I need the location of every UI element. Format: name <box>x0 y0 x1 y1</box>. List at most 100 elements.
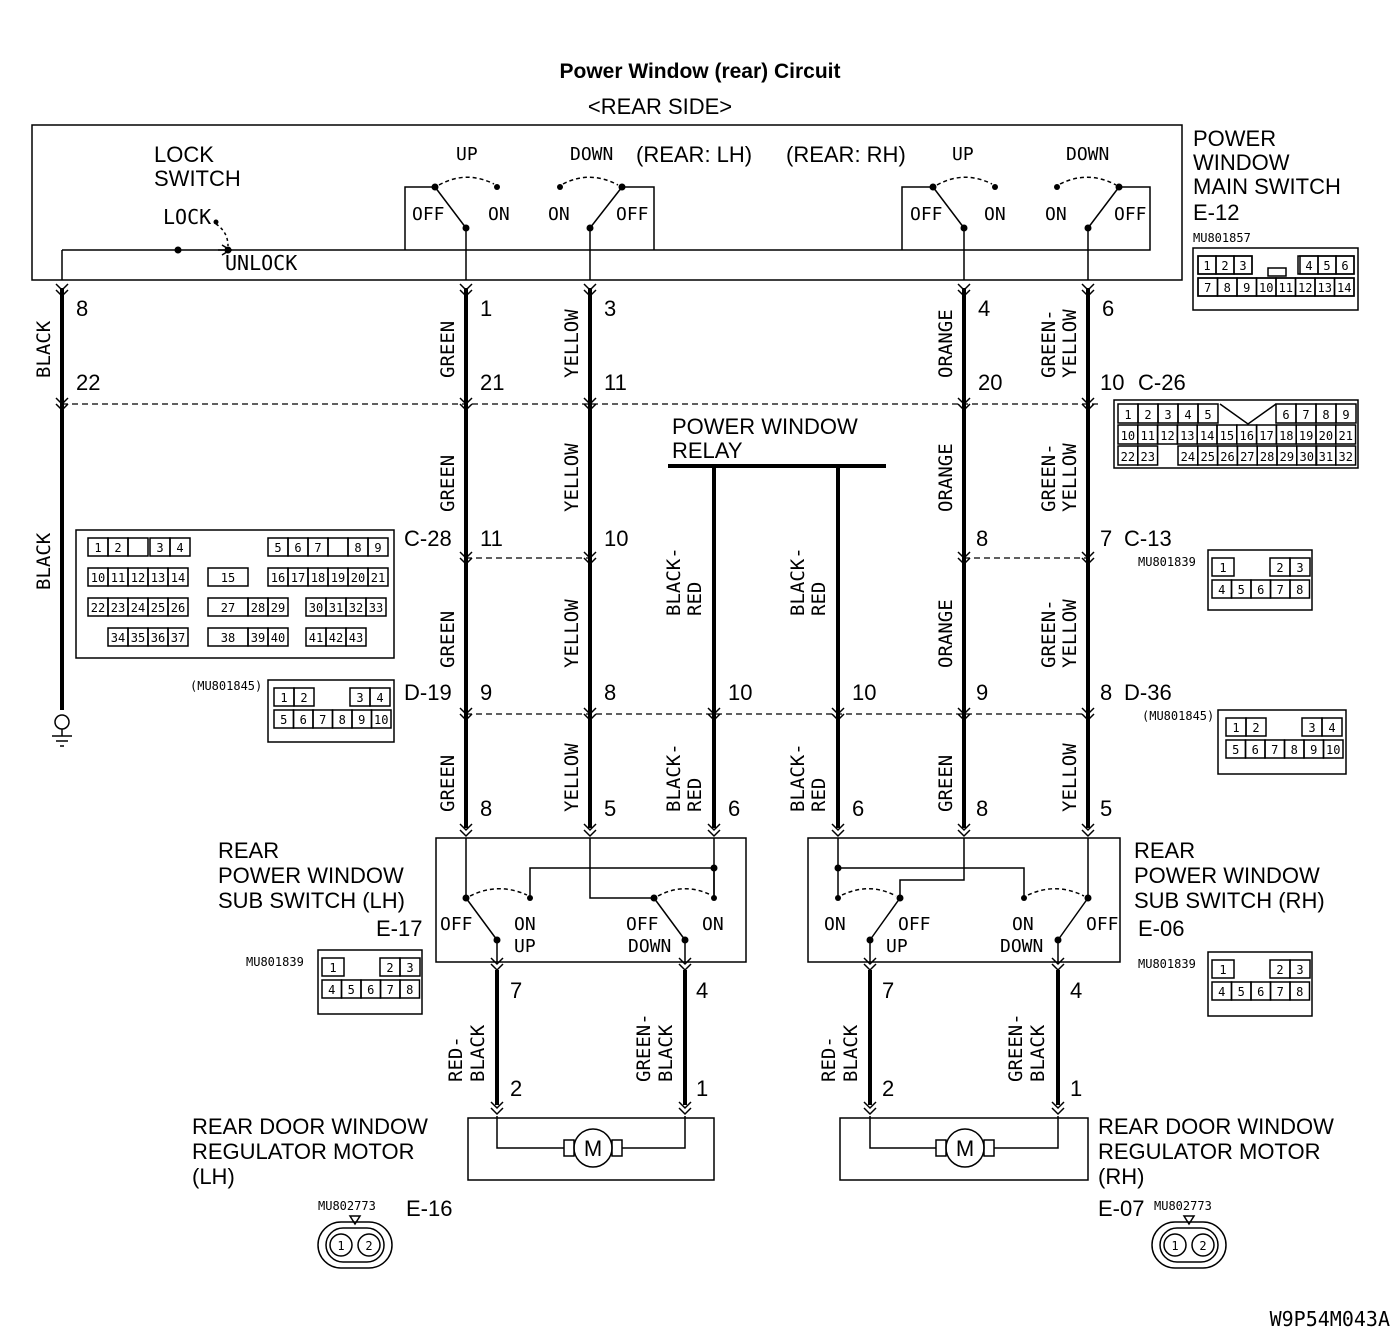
c28-cell-39: 39 <box>251 631 265 645</box>
motor-rh-label-1: REAR DOOR WINDOW <box>1098 1114 1334 1139</box>
e17cells-cell-box <box>321 957 345 977</box>
d36cells-cell-5: 5 <box>1232 743 1239 757</box>
c28-cell-21: 21 <box>371 571 385 585</box>
d19cells-cell-6: 6 <box>300 713 307 727</box>
e12-cell-10: 10 <box>1259 281 1273 295</box>
pin-motor-rh-1: 1 <box>1070 1076 1082 1101</box>
main-switch-label-2: WINDOW <box>1193 150 1290 175</box>
c26-cell-26: 26 <box>1220 450 1234 464</box>
c28-cell-26: 26 <box>171 601 185 615</box>
c26-cell-2: 2 <box>1144 408 1151 422</box>
c28-cell-box <box>267 627 289 647</box>
wire-gy-1b: YELLOW <box>1059 309 1081 378</box>
c28-cell-43: 43 <box>349 631 363 645</box>
e12-cell-box <box>1233 255 1253 275</box>
c26-cell-7: 7 <box>1302 408 1309 422</box>
d19cells-cell-2: 2 <box>300 691 307 705</box>
e06cells-cell-3: 3 <box>1296 963 1303 977</box>
rh-down-off: OFF <box>1114 204 1147 225</box>
pin-rh-out-7: 7 <box>882 978 894 1003</box>
e17cells-cell-box <box>399 979 421 999</box>
pin-c26-22: 22 <box>76 370 100 395</box>
diagram-title: Power Window (rear) Circuit <box>559 60 840 83</box>
c26-cell-30: 30 <box>1299 450 1313 464</box>
lock-switch-label-1: LOCK <box>154 142 214 167</box>
sub-lh-label-1: REAR <box>218 838 279 863</box>
c13-part: MU801839 <box>1138 555 1196 569</box>
e12-cell-14: 14 <box>1337 281 1351 295</box>
c26-cell-8: 8 <box>1322 408 1329 422</box>
e16-pin-2: 2 <box>365 1239 372 1253</box>
c28-cell-12: 12 <box>131 571 145 585</box>
wire-rb-rh-b: BLACK <box>840 1024 862 1082</box>
rear-lh-label: (REAR: LH) <box>636 142 752 167</box>
c26-cell-19: 19 <box>1299 429 1313 443</box>
c26-cell-9: 9 <box>1342 408 1349 422</box>
e17cells-cell-box <box>399 957 421 977</box>
c13cells-cell-5: 5 <box>1238 583 1245 597</box>
pin-lh-8: 8 <box>480 796 492 821</box>
rh-up-label: UP <box>952 144 974 165</box>
c26-cell-17: 17 <box>1259 429 1273 443</box>
d19cells-cell-5: 5 <box>280 713 287 727</box>
e07-label: E-07 <box>1098 1196 1144 1221</box>
c26-cell-1: 1 <box>1124 408 1131 422</box>
pin-d19-8: 8 <box>604 680 616 705</box>
wire-yellow-2: YELLOW <box>561 443 583 512</box>
wire-orange-3: ORANGE <box>935 599 957 668</box>
lock-switch-label-2: SWITCH <box>154 166 241 191</box>
d36cells-cell-2: 2 <box>1252 721 1259 735</box>
d36cells-cell-10: 10 <box>1326 743 1340 757</box>
wire-color-labels: BLACK BLACK GREEN GREEN GREEN GREEN YELL… <box>33 309 1081 1082</box>
e06cells-cell-2: 2 <box>1276 963 1283 977</box>
c13cells-cell-3: 3 <box>1296 561 1303 575</box>
d19cells-cell-8: 8 <box>339 713 346 727</box>
c28-cell-38: 38 <box>221 631 235 645</box>
c28-cell-34: 34 <box>111 631 125 645</box>
e12-cell-12: 12 <box>1298 281 1312 295</box>
wire-gb-rh-b: BLACK <box>1027 1024 1049 1082</box>
pin-c28-10: 10 <box>604 526 628 551</box>
c28-cell-13: 13 <box>151 571 165 585</box>
pin-rh-out-4: 4 <box>1070 978 1082 1003</box>
c28-cell-box <box>207 567 249 587</box>
e17-part: MU801839 <box>246 955 304 969</box>
rh-down-on: ON <box>1045 204 1067 225</box>
c28-cell-11: 11 <box>111 571 125 585</box>
c28-cell-16: 16 <box>271 571 285 585</box>
c26-cell-25: 25 <box>1200 450 1214 464</box>
c13cells-cell-7: 7 <box>1277 583 1284 597</box>
c28-cell-27: 27 <box>221 601 235 615</box>
c13cells-cell-2: 2 <box>1276 561 1283 575</box>
e12-cell-2: 2 <box>1221 259 1228 273</box>
sub-rh-label-1: REAR <box>1134 838 1195 863</box>
c26-cell-6: 6 <box>1282 408 1289 422</box>
c28-cell-42: 42 <box>329 631 343 645</box>
pin-lh-out-7: 7 <box>510 978 522 1003</box>
c26-cell-15: 15 <box>1220 429 1234 443</box>
main-switch-label-3: MAIN SWITCH <box>1193 174 1341 199</box>
d36cells-cell-3: 3 <box>1308 721 1315 735</box>
c28-cell-10: 10 <box>91 571 105 585</box>
c28-cell-19: 19 <box>331 571 345 585</box>
wire-gy-3b: YELLOW <box>1059 599 1081 668</box>
c26-cell-13: 13 <box>1180 429 1194 443</box>
motor-lh-label-3: (LH) <box>192 1164 235 1189</box>
c28-cell-25: 25 <box>151 601 165 615</box>
e12-cell-box <box>1335 255 1355 275</box>
d36cells-cell-1: 1 <box>1232 721 1239 735</box>
connector-c28-label: C-28 <box>404 526 452 551</box>
rh-down-label: DOWN <box>1066 144 1109 165</box>
c26-cell-32: 32 <box>1338 450 1352 464</box>
wire-gb-rh-a: GREEN- <box>1005 1013 1027 1082</box>
pin-rh-5: 5 <box>1100 796 1112 821</box>
c26-cell-4: 4 <box>1184 408 1191 422</box>
pin-motor-lh-2: 2 <box>510 1076 522 1101</box>
pin-e12-1: 1 <box>480 296 492 321</box>
pin-c26-20: 20 <box>978 370 1002 395</box>
regulator-motor-lh: M REAR DOOR WINDOW REGULATOR MOTOR (LH) <box>192 1114 715 1189</box>
e16-label: E-16 <box>406 1196 452 1221</box>
relay-label-2: RELAY <box>672 438 743 463</box>
motor-lh-label-2: REGULATOR MOTOR <box>192 1139 414 1164</box>
c26-cell-31: 31 <box>1319 450 1333 464</box>
